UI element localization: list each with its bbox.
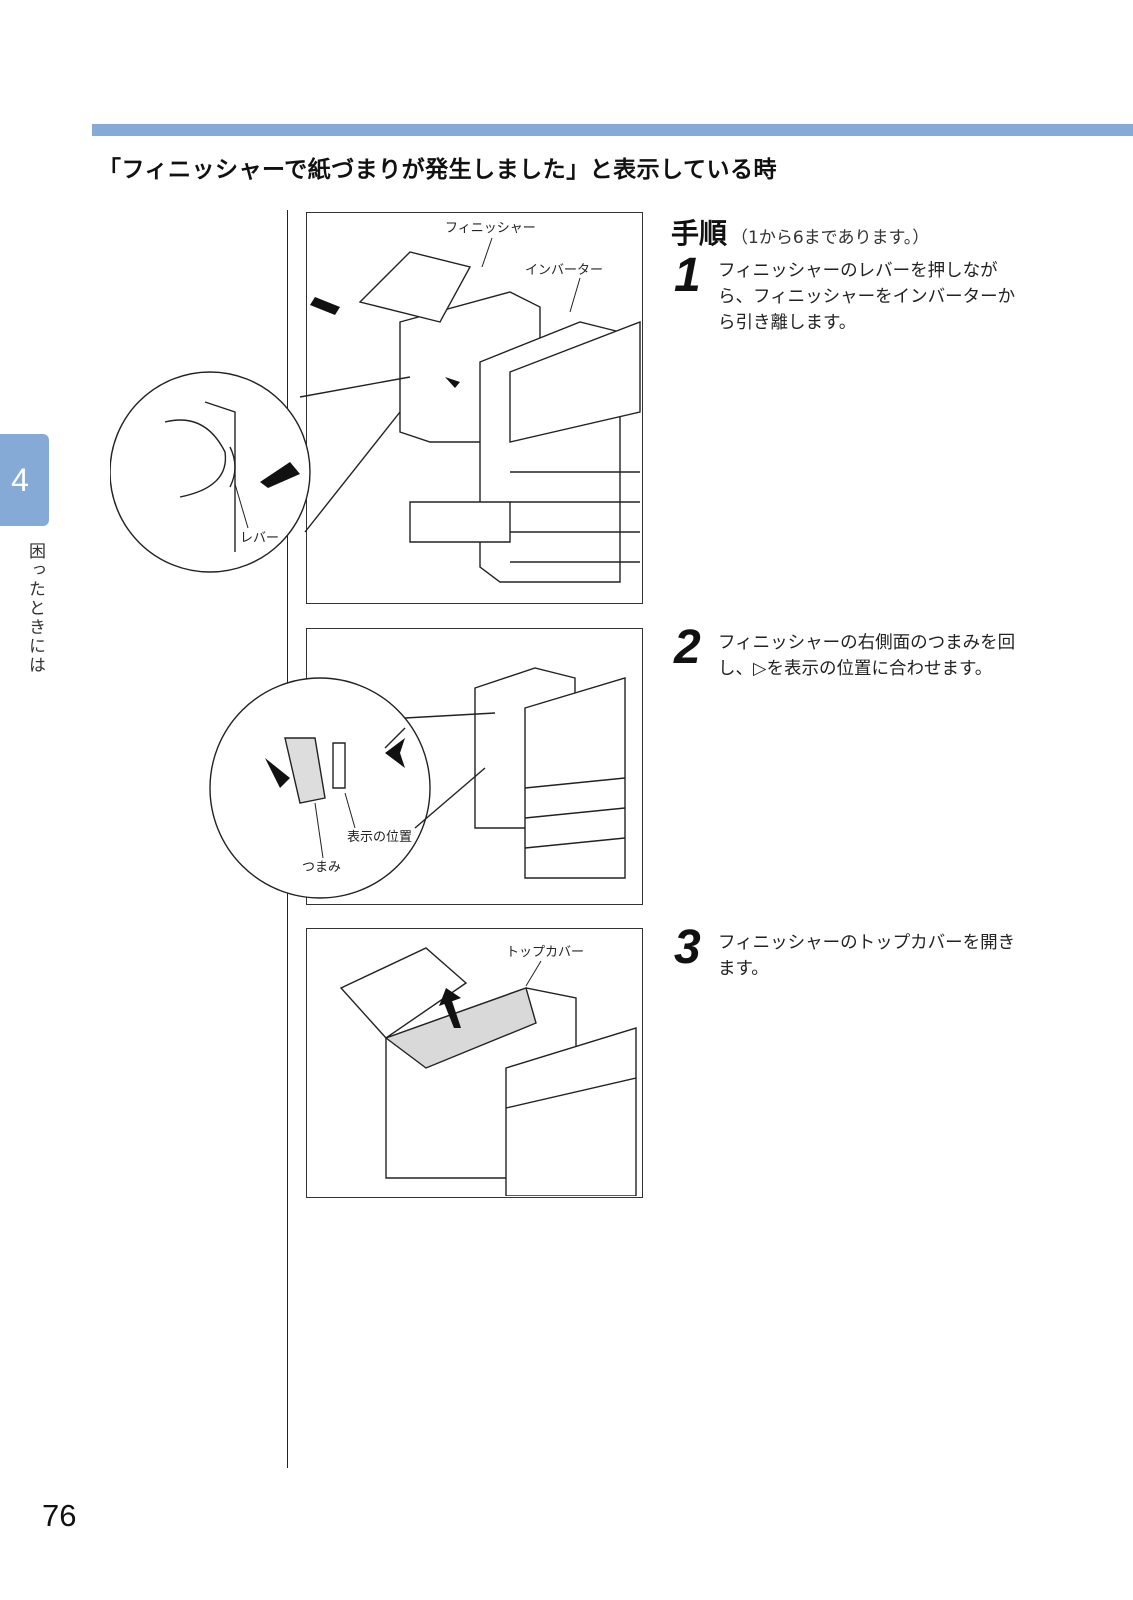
step-text: フィニッシャーのトップカバーを開きます。 bbox=[718, 933, 1016, 979]
step-number: 3 bbox=[674, 921, 701, 974]
procedure-heading: 手順（1から6まであります。） bbox=[671, 212, 929, 252]
label-knob: つまみ bbox=[302, 860, 341, 875]
figure-step-1-illustration: フィニッシャー インバーター レバー bbox=[110, 221, 641, 583]
section-title: 「フィニッシャーで紙づまりが発生しました」と表示している時 bbox=[98, 157, 777, 183]
label-inverter: インバーター bbox=[525, 263, 603, 278]
figure-step-3-illustration: トップカバー bbox=[339, 945, 637, 1196]
label-finisher: フィニッシャー bbox=[445, 221, 536, 236]
step-text: フィニッシャーのレバーを押しながら、フィニッシャーをインバーターから引き離します… bbox=[718, 261, 1016, 333]
step-number: 1 bbox=[674, 249, 701, 302]
label-top-cover: トップカバー bbox=[506, 945, 584, 960]
procedure-subtitle: （1から6まであります。） bbox=[731, 228, 930, 248]
section-header-bar bbox=[92, 124, 1133, 136]
step-number: 2 bbox=[674, 621, 701, 674]
label-indicator-position: 表示の位置 bbox=[347, 830, 412, 845]
chapter-label: 困ったときには bbox=[25, 542, 45, 675]
chapter-tab[interactable]: 4 bbox=[0, 434, 49, 526]
page-number: 76 bbox=[42, 1498, 77, 1533]
figure-step-2-illustration: 表示の位置 つまみ bbox=[209, 667, 626, 899]
chapter-number: 4 bbox=[11, 462, 29, 498]
procedure-title: 手順 bbox=[671, 217, 728, 250]
step-text: フィニッシャーの右側面のつまみを回し、▷を表示の位置に合わせます。 bbox=[718, 633, 1016, 679]
label-lever: レバー bbox=[240, 531, 279, 546]
